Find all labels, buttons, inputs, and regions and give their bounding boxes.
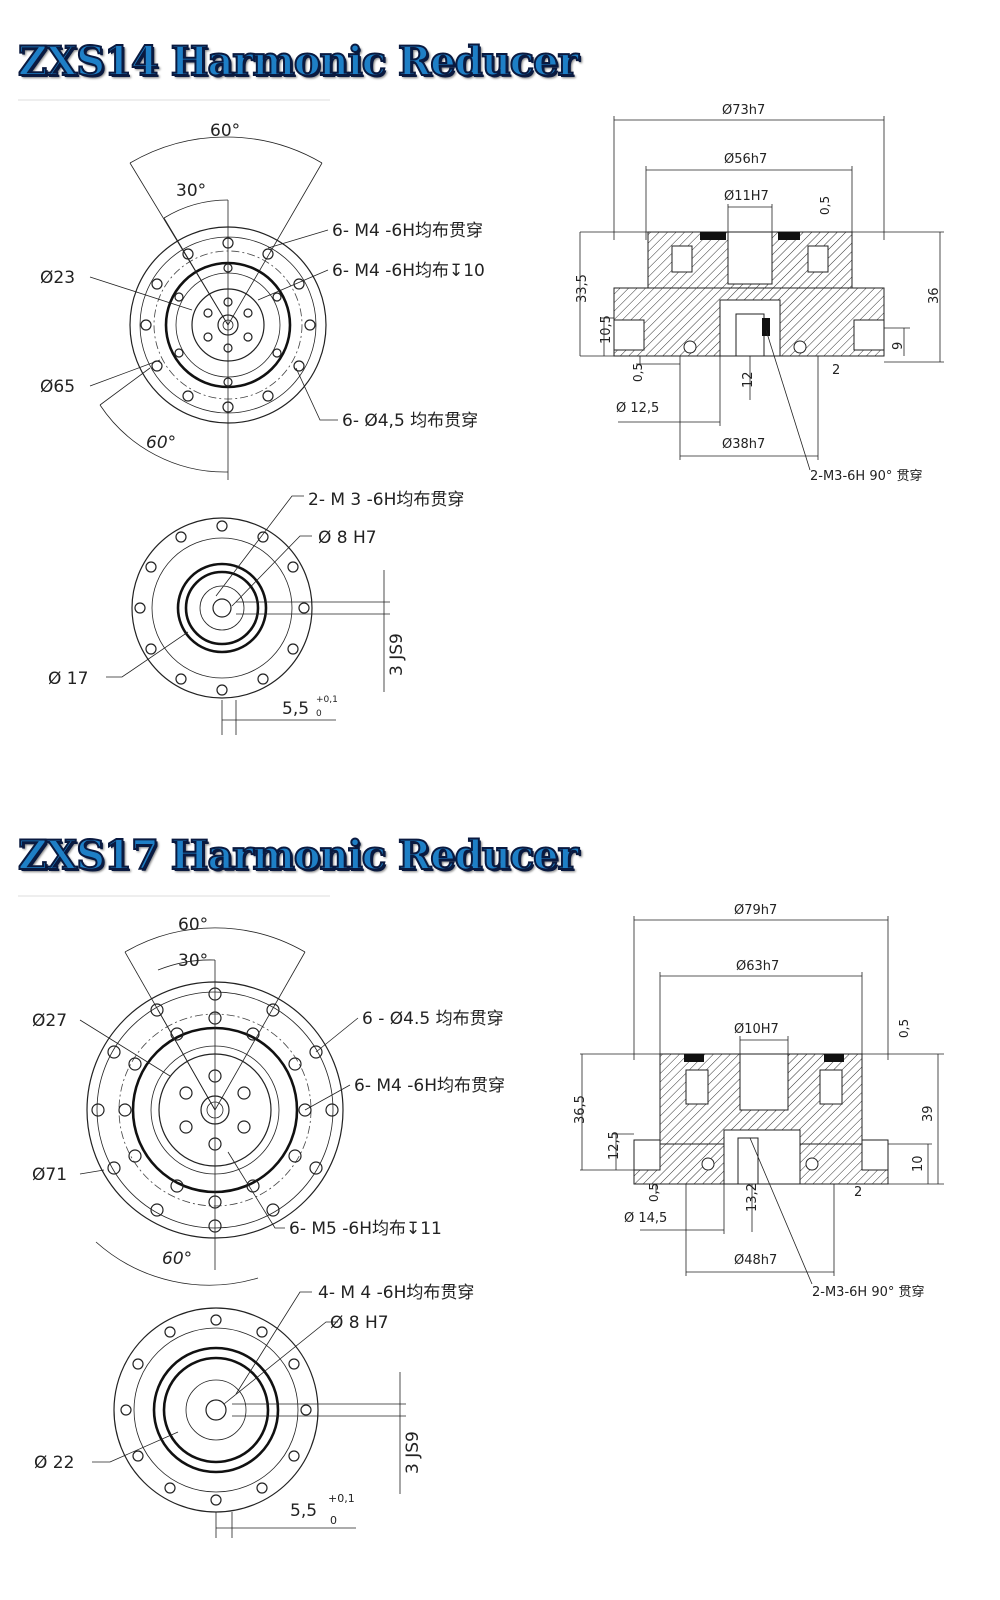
dim-top-3: Ø11H7 <box>724 189 769 204</box>
back-view: 2- M 3 -6H均布贯穿 Ø 8 H7 Ø 17 3 JS9 5,5 +0,… <box>48 490 464 735</box>
dim-d-outer: Ø65 <box>40 377 75 397</box>
dim-bottom-1: Ø 12,5 <box>616 401 659 416</box>
front-view: 60° 30° 60° Ø27 Ø71 6 - Ø4.5 均布贯穿 6- M4 … <box>32 915 505 1286</box>
dim-flange-height: 10,5 <box>599 315 614 344</box>
back-outer-circle <box>131 517 313 699</box>
angle-30: 30° <box>178 951 208 971</box>
dim-small-diameter: Ø 17 <box>48 669 88 689</box>
ring-holes <box>118 1011 312 1209</box>
dim-top-1: Ø73h7 <box>722 103 765 118</box>
reducer-panel-zxs14: ZXS14 Harmonic Reducer <box>17 37 944 735</box>
thread-note: 2-M3-6H 90° 贯穿 <box>810 468 923 484</box>
dim-top-2: Ø56h7 <box>724 152 767 167</box>
thread-note: 2-M3-6H 90° 贯穿 <box>812 1284 925 1300</box>
drawing-zxs14: 60° 30° 60° Ø23 Ø65 6- M4 -6H均布贯穿 6- M4 … <box>18 99 944 735</box>
back-bearing-ring <box>152 1346 280 1474</box>
dim-flange-height: 12,5 <box>607 1131 622 1160</box>
dim-top-2: Ø63h7 <box>736 959 779 974</box>
dim-05-top: 0,5 <box>897 1019 911 1038</box>
dim-width: 5,5 <box>290 1501 317 1521</box>
dim-bottom-2: Ø48h7 <box>734 1253 777 1268</box>
tol-lower: 0 <box>330 1514 337 1527</box>
dim-bore: 13,2 <box>745 1183 760 1212</box>
back-callout-2: Ø 8 H7 <box>318 528 377 548</box>
tol-upper: +0,1 <box>316 695 338 705</box>
back-holes <box>120 1314 312 1506</box>
drawing-zxs17: 60° 30° 60° Ø27 Ø71 6 - Ø4.5 均布贯穿 6- M4 … <box>18 895 944 1538</box>
callout-3: 6- M5 -6H均布↧11 <box>289 1219 442 1239</box>
flange-holes <box>140 237 316 413</box>
tol-upper: +0,1 <box>328 1492 355 1505</box>
back-callout-1: 2- M 3 -6H均布贯穿 <box>308 490 464 510</box>
panel-title: ZXS14 Harmonic Reducer <box>17 37 580 86</box>
dim-top-1: Ø79h7 <box>734 903 777 918</box>
callout-2: 6- M4 -6H均布↧10 <box>332 261 485 281</box>
angle-60-top: 60° <box>178 915 208 935</box>
back-callout-2: Ø 8 H7 <box>330 1313 389 1333</box>
dim-top-3: Ø10H7 <box>734 1022 779 1037</box>
dim-d-inner: Ø23 <box>40 268 75 288</box>
panel-title: ZXS17 Harmonic Reducer <box>17 831 580 880</box>
dim-05-bottom: 0,5 <box>647 1183 661 1202</box>
angle-60-bottom: 60° <box>162 1249 192 1269</box>
dim-width: 5,5 <box>282 699 309 719</box>
dim-right-2: 2 <box>832 363 840 378</box>
dim-right-flange: 10 <box>911 1155 926 1172</box>
back-holes <box>134 520 310 696</box>
back-view: 4- M 4 -6H均布贯穿 Ø 8 H7 Ø 22 3 JS9 5,5 +0,… <box>34 1283 474 1538</box>
tol-lower: 0 <box>316 709 322 719</box>
angle-30: 30° <box>176 181 206 201</box>
dim-d-inner: Ø27 <box>32 1011 67 1031</box>
dim-right-total: 36 <box>927 287 942 304</box>
dim-key: 3 JS9 <box>387 633 407 676</box>
back-bearing-ring <box>176 562 268 654</box>
dim-bottom-2: Ø38h7 <box>722 437 765 452</box>
dim-total-height: 36,5 <box>573 1095 588 1124</box>
reducer-panel-zxs17: ZXS17 Harmonic Reducer <box>0 800 1000 1600</box>
section-view: Ø73h7 Ø56h7 Ø11H7 0,5 <box>575 103 944 484</box>
dim-small-diameter: Ø 22 <box>34 1453 74 1473</box>
section-view: Ø79h7 Ø63h7 Ø10H7 0,5 <box>573 903 944 1300</box>
dim-05-top: 0,5 <box>818 196 832 215</box>
callout-1: 6- M4 -6H均布贯穿 <box>332 221 483 241</box>
back-callout-1: 4- M 4 -6H均布贯穿 <box>318 1283 474 1303</box>
back-outer-circle <box>113 1307 319 1513</box>
dim-right-2: 2 <box>854 1185 862 1200</box>
dim-d-outer: Ø71 <box>32 1165 67 1185</box>
dim-right-total: 39 <box>921 1105 936 1122</box>
callout-2: 6- M4 -6H均布贯穿 <box>354 1076 505 1096</box>
dim-total-height: 33,5 <box>575 274 590 303</box>
dim-05-bottom: 0,5 <box>631 363 645 382</box>
angle-60-top: 60° <box>210 121 240 141</box>
ring-holes <box>174 263 282 387</box>
dim-bore: 12 <box>741 371 756 388</box>
callout-1: 6 - Ø4.5 均布贯穿 <box>362 1009 504 1029</box>
dim-bottom-1: Ø 14,5 <box>624 1211 667 1226</box>
dim-key: 3 JS9 <box>403 1431 423 1474</box>
dim-right-flange: 9 <box>891 342 906 350</box>
angle-60-bottom: 60° <box>146 433 176 453</box>
callout-3: 6- Ø4,5 均布贯穿 <box>342 411 478 431</box>
front-view: 60° 30° 60° Ø23 Ø65 6- M4 -6H均布贯穿 6- M4 … <box>40 121 485 480</box>
